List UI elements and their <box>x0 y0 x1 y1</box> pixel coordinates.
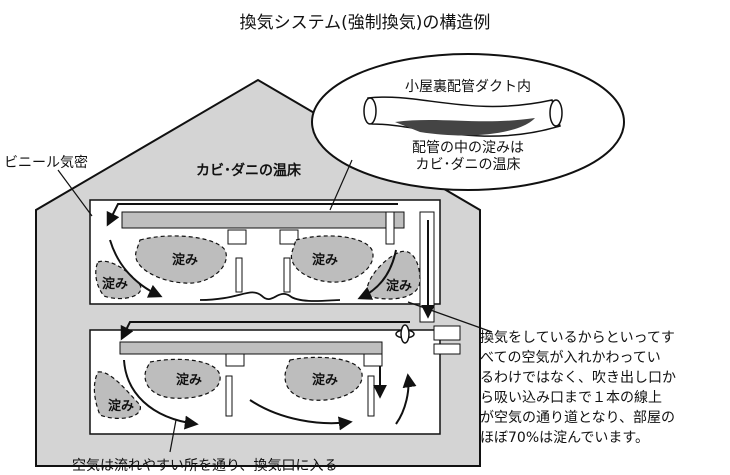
stagnation-zone-3 <box>290 235 374 283</box>
exhaust-vent-2 <box>433 343 461 355</box>
explanation-line-3: るわけではなく、吹き出し口か <box>480 370 676 386</box>
duct-note: 配管の中の淀みは カビ･ダニの温床 <box>318 140 618 174</box>
stagnation-zone-1 <box>135 235 227 284</box>
lower-partition-left <box>225 353 245 367</box>
airflow-arrow-1 <box>106 203 398 227</box>
hotbed-label: カビ･ダニの温床 <box>196 163 301 179</box>
stagnation-label-1: 淀み <box>172 252 198 268</box>
explanation-line-4: ら吸い込み口まで１本の線上 <box>480 390 662 406</box>
stagnation-zone-6 <box>93 371 141 419</box>
ventilation-fan-icon <box>395 324 415 344</box>
upper-ceiling-duct <box>121 211 405 229</box>
airflow-arrow-5 <box>120 321 410 341</box>
stagnation-label-3: 淀み <box>312 252 338 268</box>
bottom-caption: 空気は流れやすい所を通り、換気口に入る <box>72 458 338 474</box>
upper-wall-b <box>283 257 291 293</box>
lower-wall-b <box>367 375 375 417</box>
airflow-arrow-2 <box>109 239 163 298</box>
vinyl-airtight-label: ビニール気密 <box>4 155 88 171</box>
leader-vinyl <box>57 169 93 217</box>
leader-bottom <box>169 419 177 453</box>
leader-duct <box>329 159 353 211</box>
duct-note-line-1: 配管の中の淀みは <box>412 140 524 156</box>
explanation-line-6: ほぼ70%は淀んでいます。 <box>480 430 650 446</box>
explanation-line-1: 換気をしているからといってす <box>480 330 675 346</box>
duct-note-line-2: カビ･ダニの温床 <box>415 157 521 173</box>
stagnation-zone-5 <box>144 358 221 399</box>
upper-partition-left <box>227 229 247 245</box>
explanation-line-5: が空気の通り道となり、部屋の <box>480 410 676 426</box>
turbulence-line <box>199 291 341 302</box>
upper-wall-c <box>385 211 395 245</box>
page-title: 換気システム(強制換気)の構造例 <box>239 13 491 33</box>
stagnation-label-7: 淀み <box>312 372 338 388</box>
lower-partition-right <box>363 353 383 367</box>
stagnation-label-2: 淀み <box>102 276 128 292</box>
airflow-arrow-9 <box>395 373 417 425</box>
stagnation-label-6: 淀み <box>108 398 134 414</box>
upper-wall-a <box>235 257 243 293</box>
airflow-arrow-3 <box>357 249 397 300</box>
explanation-line-2: べての空気が入れかわってい <box>480 350 661 366</box>
stagnation-zone-2 <box>95 260 142 300</box>
stagnation-zone-4 <box>366 250 421 300</box>
airflow-arrow-8 <box>249 399 353 431</box>
leader-explanation <box>407 301 493 333</box>
stagnation-label-4: 淀み <box>386 278 412 294</box>
explanation-text: 換気をしているからといってす べての空気が入れかわってい るわけではなく、吹き出… <box>480 328 676 448</box>
stagnation-label-5: 淀み <box>176 372 202 388</box>
stagnation-zone-7 <box>284 356 363 401</box>
airflow-arrow-6 <box>123 359 199 430</box>
duct-label: 小屋裏配管ダクト内 <box>405 79 531 95</box>
upper-partition-right <box>279 229 299 245</box>
exhaust-vent <box>433 325 461 341</box>
duct-pipe-icon <box>363 96 563 137</box>
lower-wall-a <box>225 375 233 417</box>
lower-ceiling-duct <box>119 341 383 355</box>
